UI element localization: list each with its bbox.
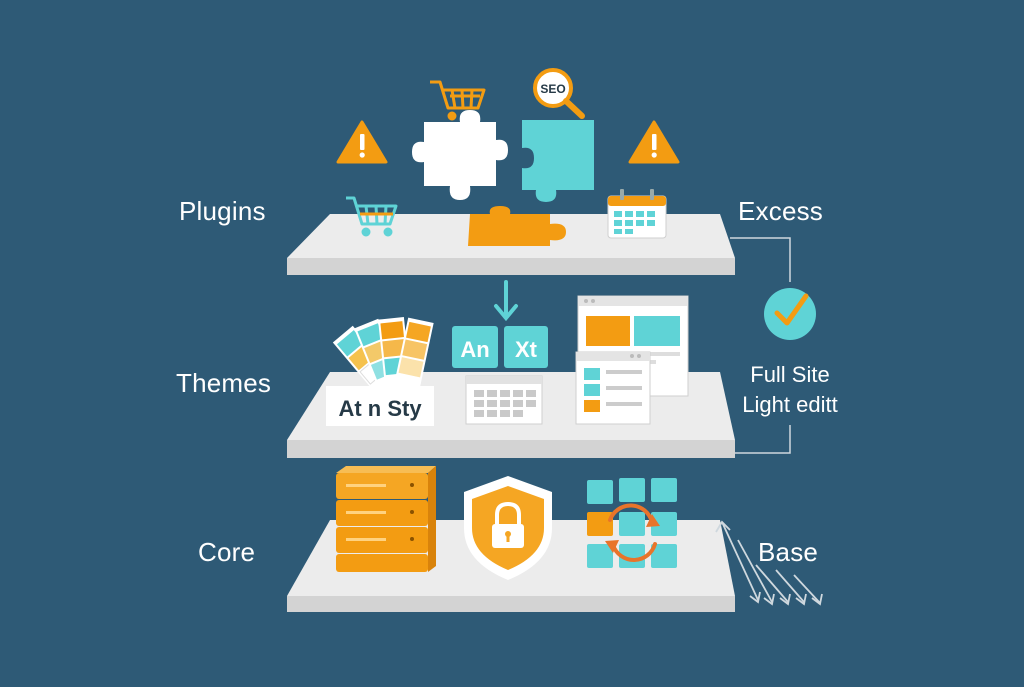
arrow-down-icon bbox=[494, 280, 518, 322]
window-icon bbox=[575, 351, 651, 425]
annotation-line-1: Full Site bbox=[750, 362, 830, 387]
connector-bracket bbox=[730, 237, 791, 454]
layer-label-base: Base bbox=[758, 537, 819, 567]
style-card: At n Sty bbox=[326, 386, 434, 426]
refresh-icon bbox=[605, 503, 660, 562]
cart-icon bbox=[346, 196, 398, 237]
layer-label-core: Core bbox=[198, 537, 256, 567]
cart-icon bbox=[430, 80, 486, 121]
diagonal-arrows bbox=[715, 520, 823, 606]
shield-lock-icon bbox=[464, 476, 552, 580]
server-icon bbox=[336, 466, 436, 572]
puzzle-icon bbox=[412, 110, 594, 246]
table-card-icon bbox=[465, 375, 543, 425]
style-card-text: At n Sty bbox=[338, 396, 422, 421]
font-tiles: An Xt bbox=[452, 326, 548, 368]
block-grid-icon bbox=[587, 478, 677, 568]
layer-label-excess: Excess bbox=[738, 196, 824, 226]
annotation-line-2: Light editt bbox=[742, 392, 838, 417]
layer-label-themes: Themes bbox=[176, 368, 272, 398]
warning-icon bbox=[336, 120, 388, 164]
layer-label-plugins: Plugins bbox=[179, 196, 266, 226]
check-icon bbox=[764, 288, 816, 340]
calendar-icon bbox=[607, 189, 667, 239]
seo-magnifier-icon: SEO bbox=[533, 68, 585, 119]
annotation-note: Full Site Light editt bbox=[726, 360, 854, 420]
seo-badge-text: SEO bbox=[540, 82, 565, 96]
warning-icon bbox=[628, 120, 680, 164]
tile-left-text: An bbox=[460, 337, 489, 362]
swatch-icon bbox=[332, 316, 434, 404]
tile-right-text: Xt bbox=[515, 337, 538, 362]
